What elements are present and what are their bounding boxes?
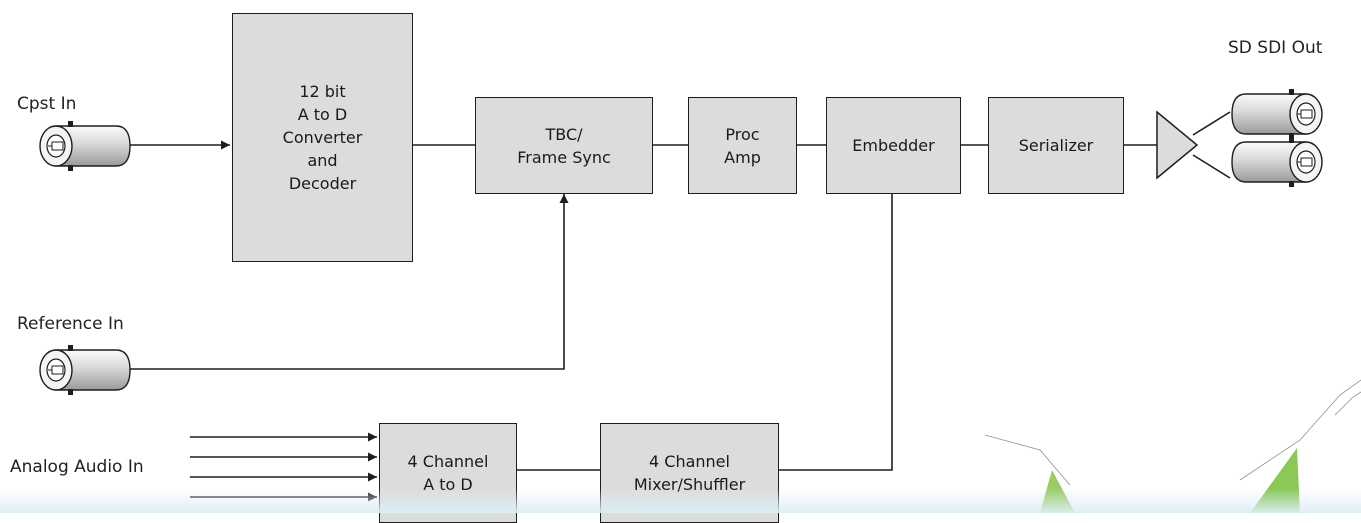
driver-to-out2-line <box>1193 155 1230 178</box>
proc-amp-label: Proc Amp <box>724 123 761 169</box>
reference-in-label: Reference In <box>17 314 124 334</box>
adc-decoder-block: 12 bit A to D Converter and Decoder <box>232 13 413 262</box>
serializer-label: Serializer <box>1019 134 1094 157</box>
driver-to-out1-line <box>1193 112 1230 135</box>
proc-amp-block: Proc Amp <box>688 97 797 194</box>
line-driver-triangle <box>1157 112 1197 178</box>
sd-sdi-out-label: SD SDI Out <box>1228 38 1322 58</box>
adc-decoder-label: 12 bit A to D Converter and Decoder <box>283 80 363 195</box>
sdi-out-connector-2-icon <box>1232 137 1322 187</box>
tbc-frame-sync-block: TBC/ Frame Sync <box>475 97 653 194</box>
cpst-in-connector-icon <box>40 121 130 171</box>
mixer-to-embedder-line <box>779 193 892 470</box>
embedder-block: Embedder <box>826 97 961 194</box>
tbc-frame-sync-label: TBC/ Frame Sync <box>517 123 611 169</box>
embedder-label: Embedder <box>852 134 934 157</box>
bottom-fade-band <box>0 488 1361 513</box>
cpst-in-label: Cpst In <box>17 94 76 114</box>
analog-audio-in-label: Analog Audio In <box>10 457 144 477</box>
sdi-out-connector-1-icon <box>1232 89 1322 139</box>
serializer-block: Serializer <box>988 97 1124 194</box>
reference-in-connector-icon <box>40 345 130 395</box>
